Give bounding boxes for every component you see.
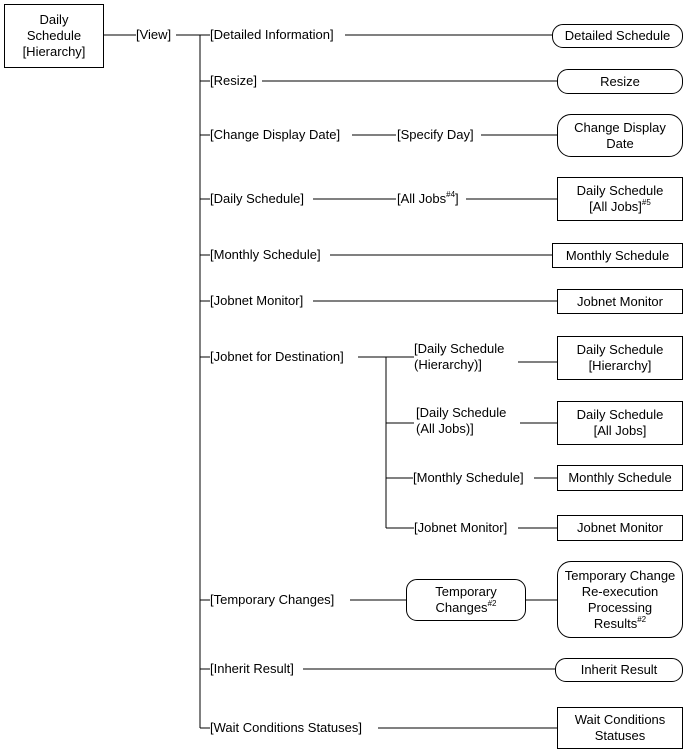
view-menu-label: [View] (136, 27, 172, 43)
menu-inherit-result: [Inherit Result] (210, 661, 294, 677)
screen-temporary-changes: Temporary Changes#2 (406, 579, 526, 621)
screen-change-display-date-line-1: Change Display (574, 119, 666, 135)
screen-temp-result-footnote: #2 (637, 614, 647, 624)
screen-wait-conditions-statuses: Wait Conditions Statuses (557, 707, 683, 749)
screen-change-display-date-line-2: Date (606, 135, 634, 151)
menu-daily-schedule: [Daily Schedule] (210, 191, 304, 207)
root-line-1: Daily (39, 12, 69, 27)
screen-daily-all-footnote: #5 (641, 198, 651, 207)
screen-jobnet-monitor: Jobnet Monitor (557, 289, 683, 314)
dest-menu-jobnet-monitor: [Jobnet Monitor] (414, 520, 508, 536)
dest-menu-daily-schedule-hierarchy: [Daily Schedule (Hierarchy)] (414, 341, 518, 373)
screen-daily-all-line-2: [All Jobs] (589, 199, 642, 214)
dest-daily-all-line-2: (All Jobs)] (416, 421, 474, 436)
screen-temp-result-line-4: Results (593, 615, 638, 631)
menu-specify-day: [Specify Day] (397, 127, 474, 143)
screen-resize-label: Resize (600, 73, 640, 89)
menu-all-jobs-footnote: #4 (446, 190, 456, 199)
screen-daily-all-line-2-wrap: [All Jobs]#5 (589, 199, 651, 215)
root-daily-schedule-hierarchy: Daily Schedule [Hierarchy] (4, 4, 104, 68)
screen-monthly-schedule-label: Monthly Schedule (565, 247, 670, 263)
menu-jobnet-for-destination: [Jobnet for Destination] (210, 349, 344, 365)
screen-temp-result-line-1: Temporary Change (564, 567, 676, 583)
screen-daily-schedule-hierarchy: Daily Schedule [Hierarchy] (557, 336, 683, 380)
menu-wait-conditions-statuses: [Wait Conditions Statuses] (210, 720, 362, 736)
menu-detailed-information: [Detailed Information] (210, 27, 334, 43)
screen-dest-monthly-label: Monthly Schedule (568, 470, 672, 485)
screen-dest-daily-all-line-1: Daily Schedule (576, 407, 664, 422)
screen-dest-jobnet-label: Jobnet Monitor (577, 520, 663, 535)
screen-dest-jobnet-monitor: Jobnet Monitor (557, 515, 683, 541)
screen-daily-hier-line-2: [Hierarchy] (588, 358, 652, 373)
screen-temp-result-line-2: Re-execution (581, 583, 659, 599)
screen-dest-daily-all-line-2: [All Jobs] (593, 423, 647, 438)
screen-inherit-result-label: Inherit Result (580, 662, 658, 677)
menu-monthly-schedule: [Monthly Schedule] (210, 247, 321, 263)
screen-detailed-schedule-label: Detailed Schedule (564, 28, 671, 43)
dest-daily-hier-line-2: (Hierarchy)] (414, 357, 482, 372)
screen-temp-result-line-4-wrap: Results#2 (593, 614, 647, 632)
screen-detailed-schedule: Detailed Schedule (552, 24, 683, 48)
screen-wait-conditions-line-2: Statuses (594, 728, 646, 743)
screen-daily-hier-line-1: Daily Schedule (576, 342, 664, 357)
screen-wait-conditions-line-1: Wait Conditions (574, 712, 666, 727)
screen-resize: Resize (557, 69, 683, 94)
screen-monthly-schedule: Monthly Schedule (552, 243, 683, 268)
screen-temp-changes-line-2: Changes (435, 600, 488, 615)
menu-all-jobs: [All Jobs#4] (397, 191, 459, 207)
root-line-2: Schedule (26, 28, 82, 43)
screen-temp-changes-line-2-wrap: Changes#2 (436, 600, 497, 616)
menu-all-jobs-close: ] (455, 191, 459, 206)
screen-daily-schedule-all-jobs: Daily Schedule [All Jobs]#5 (557, 177, 683, 221)
screen-temp-changes-footnote: #2 (487, 599, 497, 608)
screen-inherit-result: Inherit Result (555, 658, 683, 682)
screen-daily-all-line-1: Daily Schedule (576, 183, 664, 198)
menu-all-jobs-text: [All Jobs (397, 191, 447, 206)
menu-resize: [Resize] (210, 73, 257, 89)
menu-temporary-changes: [Temporary Changes] (210, 592, 335, 608)
dest-menu-daily-schedule-all-jobs: [Daily Schedule (All Jobs)] (416, 405, 520, 437)
screen-jobnet-monitor-label: Jobnet Monitor (577, 293, 663, 309)
screen-temp-changes-line-1: Temporary (435, 584, 497, 599)
screen-temporary-change-results: Temporary Change Re-execution Processing… (557, 561, 683, 638)
menu-jobnet-monitor: [Jobnet Monitor] (210, 293, 304, 309)
menu-change-display-date: [Change Display Date] (210, 127, 341, 143)
root-line-3: [Hierarchy] (22, 44, 86, 59)
dest-menu-monthly-schedule: [Monthly Schedule] (413, 470, 524, 486)
screen-change-display-date: Change Display Date (557, 114, 683, 157)
screen-temp-result-line-3: Processing (587, 599, 653, 615)
dest-daily-all-line-1: [Daily Schedule (416, 405, 507, 420)
screen-dest-daily-schedule-all-jobs: Daily Schedule [All Jobs] (557, 401, 683, 445)
dest-daily-hier-line-1: [Daily Schedule (414, 341, 505, 356)
screen-dest-monthly-schedule: Monthly Schedule (557, 465, 683, 491)
